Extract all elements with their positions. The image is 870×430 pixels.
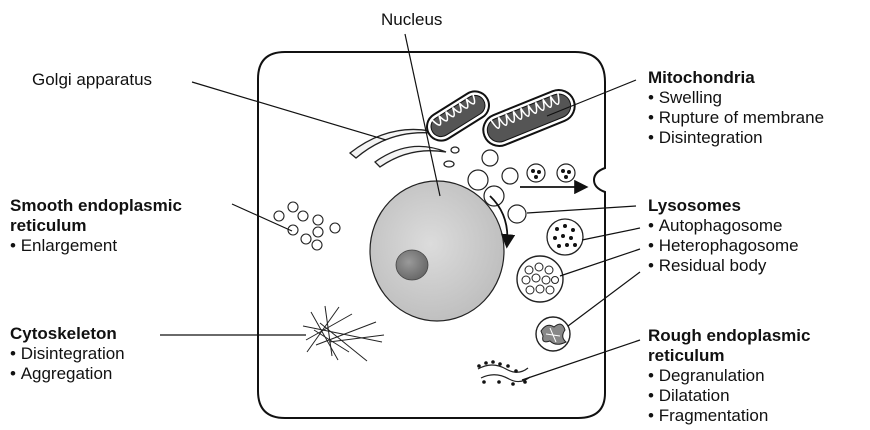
rough-er-item-dilatation: Dilatation (648, 386, 810, 406)
mitochondria-title: Mitochondria (648, 68, 824, 88)
label-rough-er: Rough endoplasmic reticulum Degranulatio… (648, 326, 810, 426)
nucleolus (396, 250, 428, 280)
heterophagosome (517, 256, 563, 302)
rough-er-title-line2: reticulum (648, 346, 810, 366)
smooth-er-vesicles (274, 202, 340, 250)
cytoskeleton-filaments (303, 306, 384, 361)
rough-er-item-degranulation: Degranulation (648, 366, 810, 386)
nucleus (370, 181, 504, 321)
leader-golgi (192, 82, 386, 140)
cytoskeleton-item-disintegration: Disintegration (10, 344, 125, 364)
leader-autophagosome (582, 228, 640, 240)
lysosomes-item-residual-body: Residual body (648, 256, 799, 276)
mitochondrion-1 (422, 86, 495, 146)
autophagosome (547, 219, 583, 255)
smooth-er-title-line1: Smooth endoplasmic (10, 196, 182, 216)
mitochondria-item-swelling: Swelling (648, 88, 824, 108)
residual-body (536, 317, 570, 351)
lysosomes-item-autophagosome: Autophagosome (648, 216, 799, 236)
label-lysosomes: Lysosomes Autophagosome Heterophagosome … (648, 196, 799, 276)
mitochondria-item-rupture: Rupture of membrane (648, 108, 824, 128)
lysosomes-title: Lysosomes (648, 196, 799, 216)
leader-rough-er (522, 340, 640, 380)
label-mitochondria: Mitochondria Swelling Rupture of membran… (648, 68, 824, 148)
label-golgi-apparatus: Golgi apparatus (32, 70, 152, 90)
label-smooth-er: Smooth endoplasmic reticulum Enlargement (10, 196, 182, 256)
mitochondrion-2 (479, 85, 580, 151)
rough-er-title-line1: Rough endoplasmic (648, 326, 810, 346)
rough-er-fragment (477, 360, 530, 386)
label-nucleus: Nucleus (381, 10, 442, 30)
smooth-er-item-enlargement: Enlargement (10, 236, 182, 256)
lysosomes-item-heterophagosome: Heterophagosome (648, 236, 799, 256)
rough-er-item-fragmentation: Fragmentation (648, 406, 810, 426)
label-cytoskeleton: Cytoskeleton Disintegration Aggregation (10, 324, 125, 384)
leader-lysosomes (527, 206, 636, 213)
exocytosis-vesicles (527, 164, 575, 182)
smooth-er-title-line2: reticulum (10, 216, 182, 236)
cytoskeleton-item-aggregation: Aggregation (10, 364, 125, 384)
mitochondria-item-disintegration: Disintegration (648, 128, 824, 148)
cytoskeleton-title: Cytoskeleton (10, 324, 125, 344)
